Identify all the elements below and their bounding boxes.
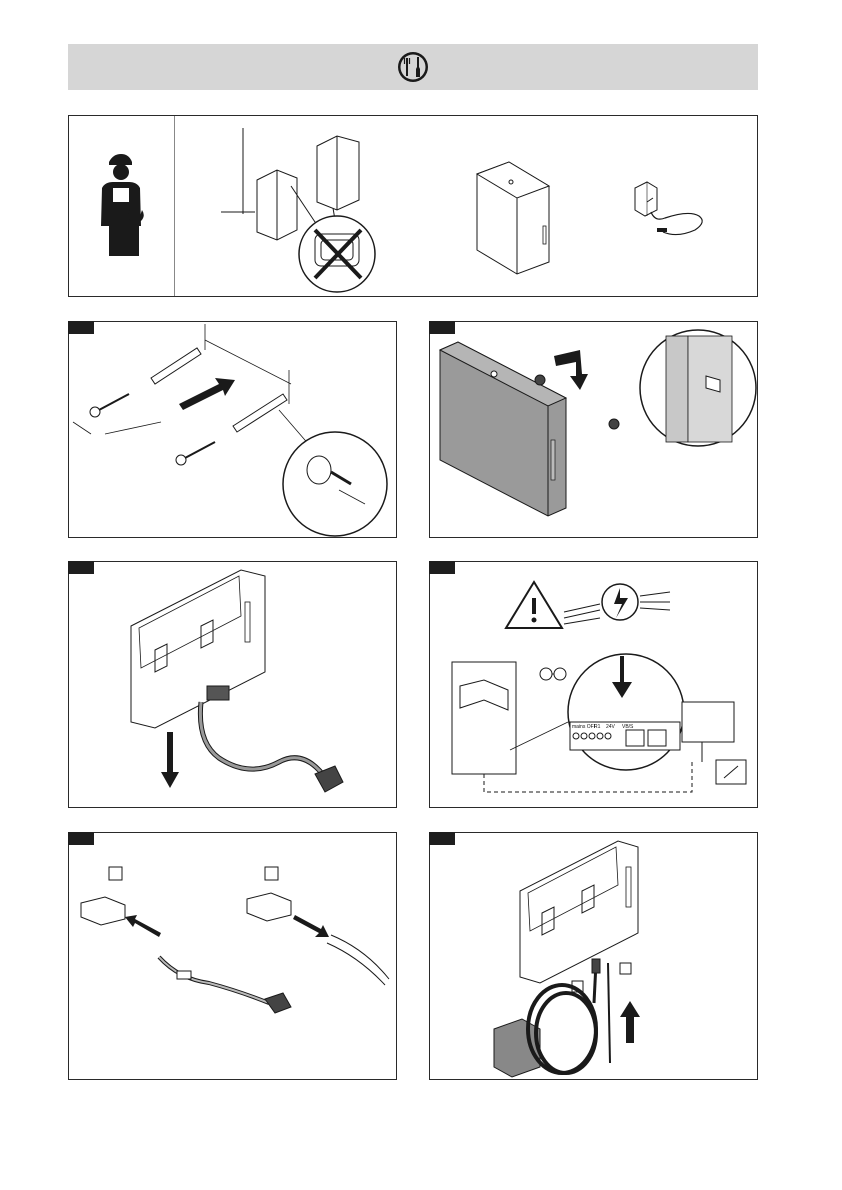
wall-plugs-screws-icon [69, 322, 398, 539]
header-band [68, 44, 758, 90]
terminal-label-24v: 24V [606, 724, 616, 730]
step-4-panel: mains OFF R1 24V VB/S [429, 561, 758, 808]
terminal-label-vbs: VB/S [622, 724, 634, 730]
tools-icon [68, 44, 758, 90]
option-b-box [620, 963, 631, 974]
step-2-panel [429, 321, 758, 538]
remove-cover-icon [69, 562, 398, 809]
overview-panel [68, 115, 758, 297]
step-1-panel [68, 321, 397, 538]
cable-connectors-icon [69, 833, 398, 1081]
option-a-box [109, 867, 122, 880]
connect-adapter-icon [430, 833, 759, 1081]
step-3-panel [68, 561, 397, 808]
warning-electrical-icon: mains OFF R1 24V VB/S [430, 562, 759, 809]
option-b-box [265, 867, 278, 880]
power-adapter-icon [69, 116, 759, 298]
hang-device-icon [430, 322, 759, 539]
step-6-panel [429, 832, 758, 1080]
terminal-label-r1: R1 [594, 724, 601, 730]
step-5-panel [68, 832, 397, 1080]
